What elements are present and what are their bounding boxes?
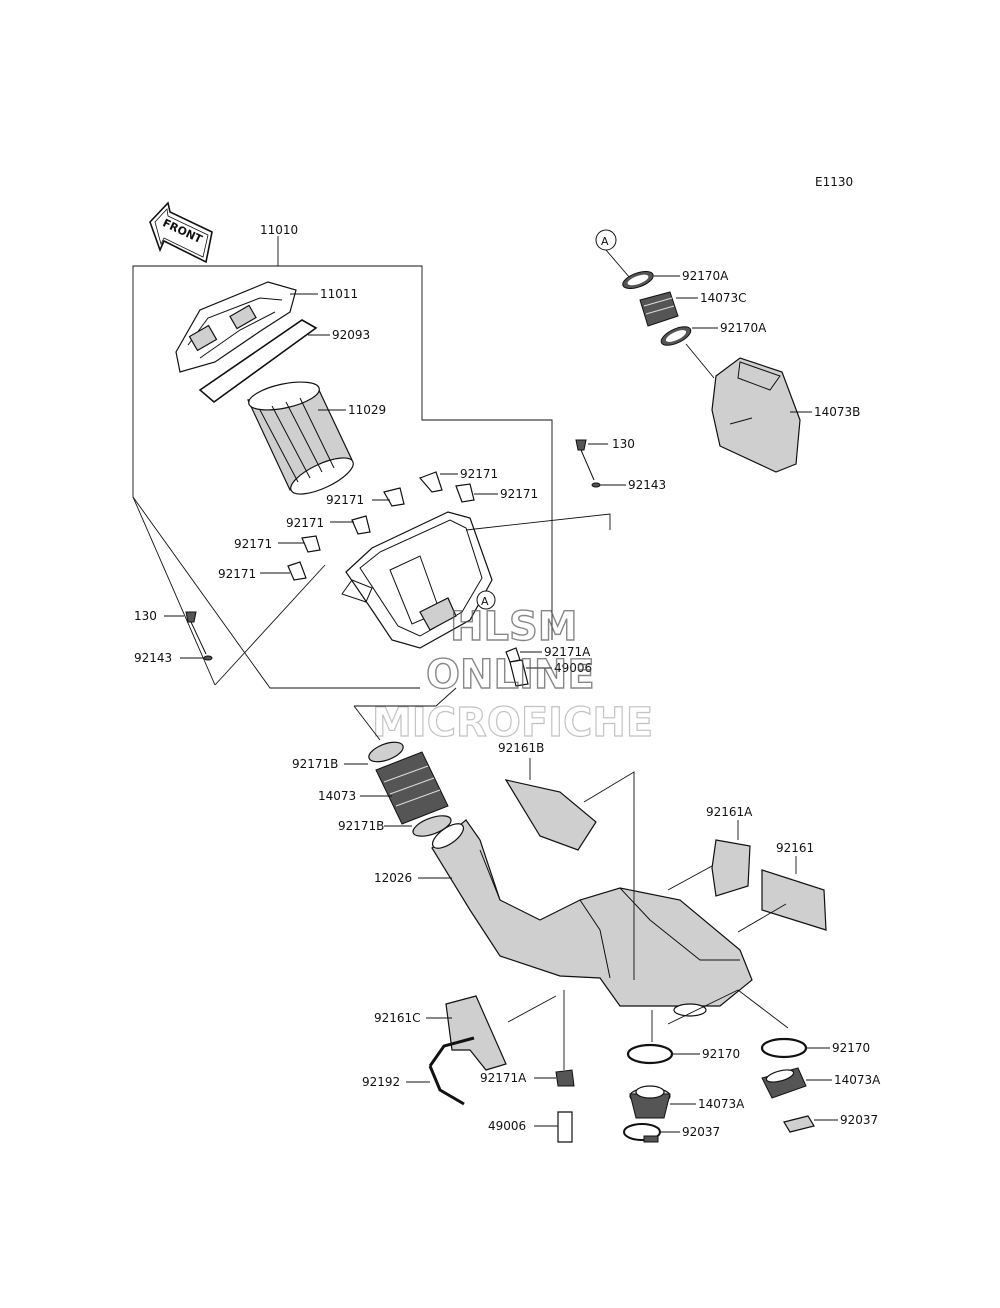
label-11029: 11029 [348,403,386,417]
label-92143-top: 92143 [628,478,666,492]
label-92171A-bottom: 92171A [480,1071,527,1085]
label-14073A-1: 14073A [698,1097,745,1111]
svg-text:MICROFICHE: MICROFICHE [372,700,653,746]
boot-14073A-1 [629,1085,671,1119]
clamp-92170A-1 [622,270,654,290]
label-92161A: 92161A [706,805,753,819]
label-11011: 11011 [320,287,358,301]
boot-14073A-2 [761,1067,807,1099]
label-92170A-1: 92170A [682,269,729,283]
svg-text:A: A [481,595,489,608]
clamp-92170-1 [626,1043,674,1065]
label-92037-1: 92037 [682,1125,720,1139]
air-cleaner-cover-11011 [175,281,297,373]
clip-92171-group [287,471,475,581]
filter-element-11029 [247,381,354,495]
clamp-92171B-1 [368,741,404,763]
washer-92143-left [203,655,213,661]
label-92170A-2: 92170A [720,321,767,335]
screw-130-top [575,439,595,481]
air-cleaner-housing [341,511,493,649]
assembly-bracket-11010 [132,236,553,689]
clip-92171A-bottom [555,1069,575,1087]
intake-duct-12026 [431,819,753,1017]
clamp-92037-2 [783,1115,815,1133]
clamp-92037-1 [623,1123,661,1143]
label-92171B-2: 92171B [338,819,384,833]
label-14073A-2: 14073A [834,1073,881,1087]
svg-text:ONLINE: ONLINE [426,652,595,698]
label-14073B: 14073B [814,405,860,419]
duct-14073B [711,357,801,473]
svg-text:A: A [601,235,609,248]
label-92171A-top: 92171A [544,645,591,659]
hose-14073C [639,291,679,327]
ref-marker-a-top: A [595,229,617,251]
svg-text:HLSM: HLSM [450,604,578,650]
pad-92161A [711,839,751,897]
label-92171-1: 92171 [460,467,498,481]
clamp-92170-2 [760,1037,808,1059]
label-92093: 92093 [332,328,370,342]
pad-92161 [761,869,827,931]
label-92170-1: 92170 [702,1047,740,1061]
label-92161C: 92161C [374,1011,421,1025]
label-92171-4: 92171 [286,516,324,530]
front-arrow-icon: FRONT [149,201,213,264]
label-92171-3: 92171 [500,487,538,501]
label-49006-bottom: 49006 [488,1119,526,1133]
label-130-left: 130 [134,609,157,623]
label-92171-5: 92171 [234,537,272,551]
label-12026: 12026 [374,871,412,885]
label-92171-2: 92171 [326,493,364,507]
ref-marker-a-housing: A [476,590,496,610]
label-130-top: 130 [612,437,635,451]
label-92171-6: 92171 [218,567,256,581]
label-14073C: 14073C [700,291,747,305]
label-92161B: 92161B [498,741,544,755]
clamp-92170A-2 [660,326,692,346]
gasket-92093 [198,319,318,404]
label-92192: 92192 [362,1075,400,1089]
watermark: HLSM ONLINE MICROFICHE [371,603,653,746]
pad-92161C [445,995,507,1071]
label-92161: 92161 [776,841,814,855]
label-14073: 14073 [318,789,356,803]
washer-92143-top [591,482,601,488]
screw-130-left [185,611,207,655]
label-92171B-1: 92171B [292,757,338,771]
drain-tube-49006-bottom [557,1111,573,1143]
pad-92161B [504,779,597,851]
label-92143-left: 92143 [134,651,172,665]
hose-14073 [375,751,449,825]
label-92170-2: 92170 [832,1041,870,1055]
label-11010: 11010 [260,223,298,237]
drain-tube-49006-top [509,659,529,687]
clamp-92171B-2 [412,815,452,837]
hose-92192 [428,1036,475,1106]
label-49006-top: 49006 [554,661,592,675]
label-92037-2: 92037 [840,1113,878,1127]
diagram-code: E1130 [815,175,853,189]
